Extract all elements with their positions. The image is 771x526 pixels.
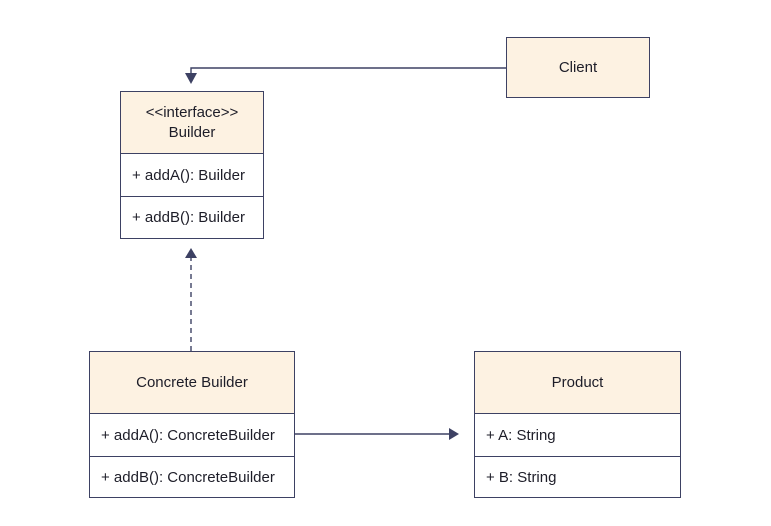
- product-attribute-row: + A: String: [475, 413, 680, 456]
- product-attribute-row: + B: String: [475, 456, 680, 497]
- builder-interface-header: <<interface>> Builder: [121, 92, 263, 153]
- concrete-builder-method-adda: + addA(): ConcreteBuilder: [101, 426, 275, 444]
- product-class-box: Product + A: String + B: String: [474, 351, 681, 498]
- client-to-builder-connector: [190, 67, 507, 74]
- client-class-name: Client: [558, 58, 598, 76]
- concrete-builder-method-addb: + addB(): ConcreteBuilder: [101, 468, 275, 486]
- product-class-name: Product: [551, 373, 604, 391]
- builder-method-row: + addB(): Builder: [121, 196, 263, 238]
- builder-interface-box: <<interface>> Builder + addA(): Builder …: [120, 91, 264, 239]
- builder-stereotype: <<interface>>: [145, 103, 239, 121]
- builder-method-row: + addA(): Builder: [121, 153, 263, 196]
- concrete-builder-method-row: + addB(): ConcreteBuilder: [90, 456, 294, 497]
- builder-method-adda: + addA(): Builder: [132, 166, 245, 184]
- realization-arrowhead: [185, 248, 197, 258]
- client-class-header: Client: [507, 38, 649, 97]
- product-class-header: Product: [475, 352, 680, 413]
- builder-interface-name: Builder: [168, 123, 216, 141]
- concrete-builder-method-row: + addA(): ConcreteBuilder: [90, 413, 294, 456]
- concrete-builder-class-box: Concrete Builder + addA(): ConcreteBuild…: [89, 351, 295, 498]
- product-attribute-b: + B: String: [486, 468, 557, 486]
- client-to-builder-arrowhead: [185, 73, 197, 84]
- client-class-box: Client: [506, 37, 650, 98]
- builder-to-product-arrowhead: [449, 428, 459, 440]
- concrete-builder-class-header: Concrete Builder: [90, 352, 294, 413]
- concrete-builder-class-name: Concrete Builder: [136, 373, 248, 391]
- product-attribute-a: + A: String: [486, 426, 556, 444]
- builder-method-addb: + addB(): Builder: [132, 209, 245, 226]
